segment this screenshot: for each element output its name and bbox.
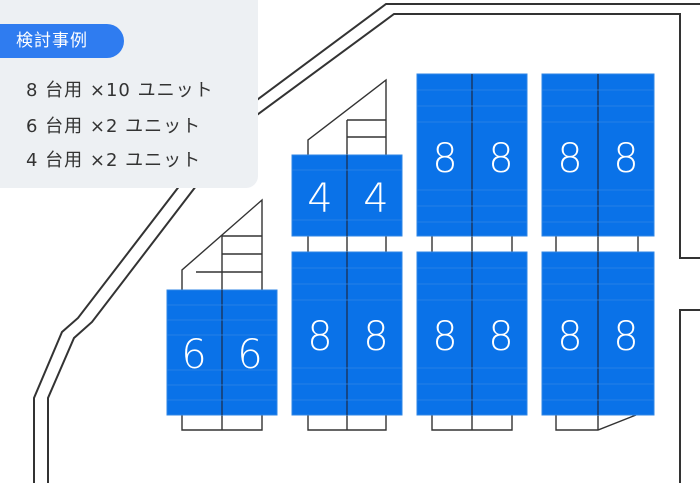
unit-8e-left-label: 8 xyxy=(557,314,582,360)
legend-panel: 検討事例 8 台用 ×10 ユニット 6 台用 ×2 ユニット 4 台用 ×2 … xyxy=(0,0,258,188)
unit-8c-right-label: 8 xyxy=(488,314,513,360)
unit-8-car-a: 8 8 xyxy=(291,251,403,416)
unit-6-car: 6 6 xyxy=(166,289,278,416)
unit-8-car-e: 8 8 xyxy=(541,251,655,416)
unit-4-left-label: 4 xyxy=(307,176,332,222)
unit-8a-right-label: 8 xyxy=(363,314,388,360)
unit-frames xyxy=(181,78,639,431)
unit-8c-left-label: 8 xyxy=(432,314,457,360)
unit-8-car-d: 8 8 xyxy=(541,73,655,237)
unit-8b-right-label: 8 xyxy=(488,136,513,182)
legend-line-8-car: 8 台用 ×10 ユニット xyxy=(26,80,214,101)
unit-6-right-label: 6 xyxy=(237,332,262,378)
legend-line-4-car: 4 台用 ×2 ユニット xyxy=(26,150,202,171)
unit-6-left-label: 6 xyxy=(181,332,206,378)
unit-8d-left-label: 8 xyxy=(557,136,582,182)
legend-line-6-car: 6 台用 ×2 ユニット xyxy=(26,116,202,137)
unit-8a-left-label: 8 xyxy=(307,314,332,360)
unit-8-car-b: 8 8 xyxy=(416,73,528,237)
unit-4-car: 4 4 xyxy=(291,154,403,237)
legend-title: 検討事例 xyxy=(0,24,124,58)
unit-8d-right-label: 8 xyxy=(613,136,638,182)
unit-8e-right-label: 8 xyxy=(613,314,638,360)
unit-8-car-c: 8 8 xyxy=(416,251,528,416)
unit-8b-left-label: 8 xyxy=(432,136,457,182)
unit-4-right-label: 4 xyxy=(363,176,388,222)
